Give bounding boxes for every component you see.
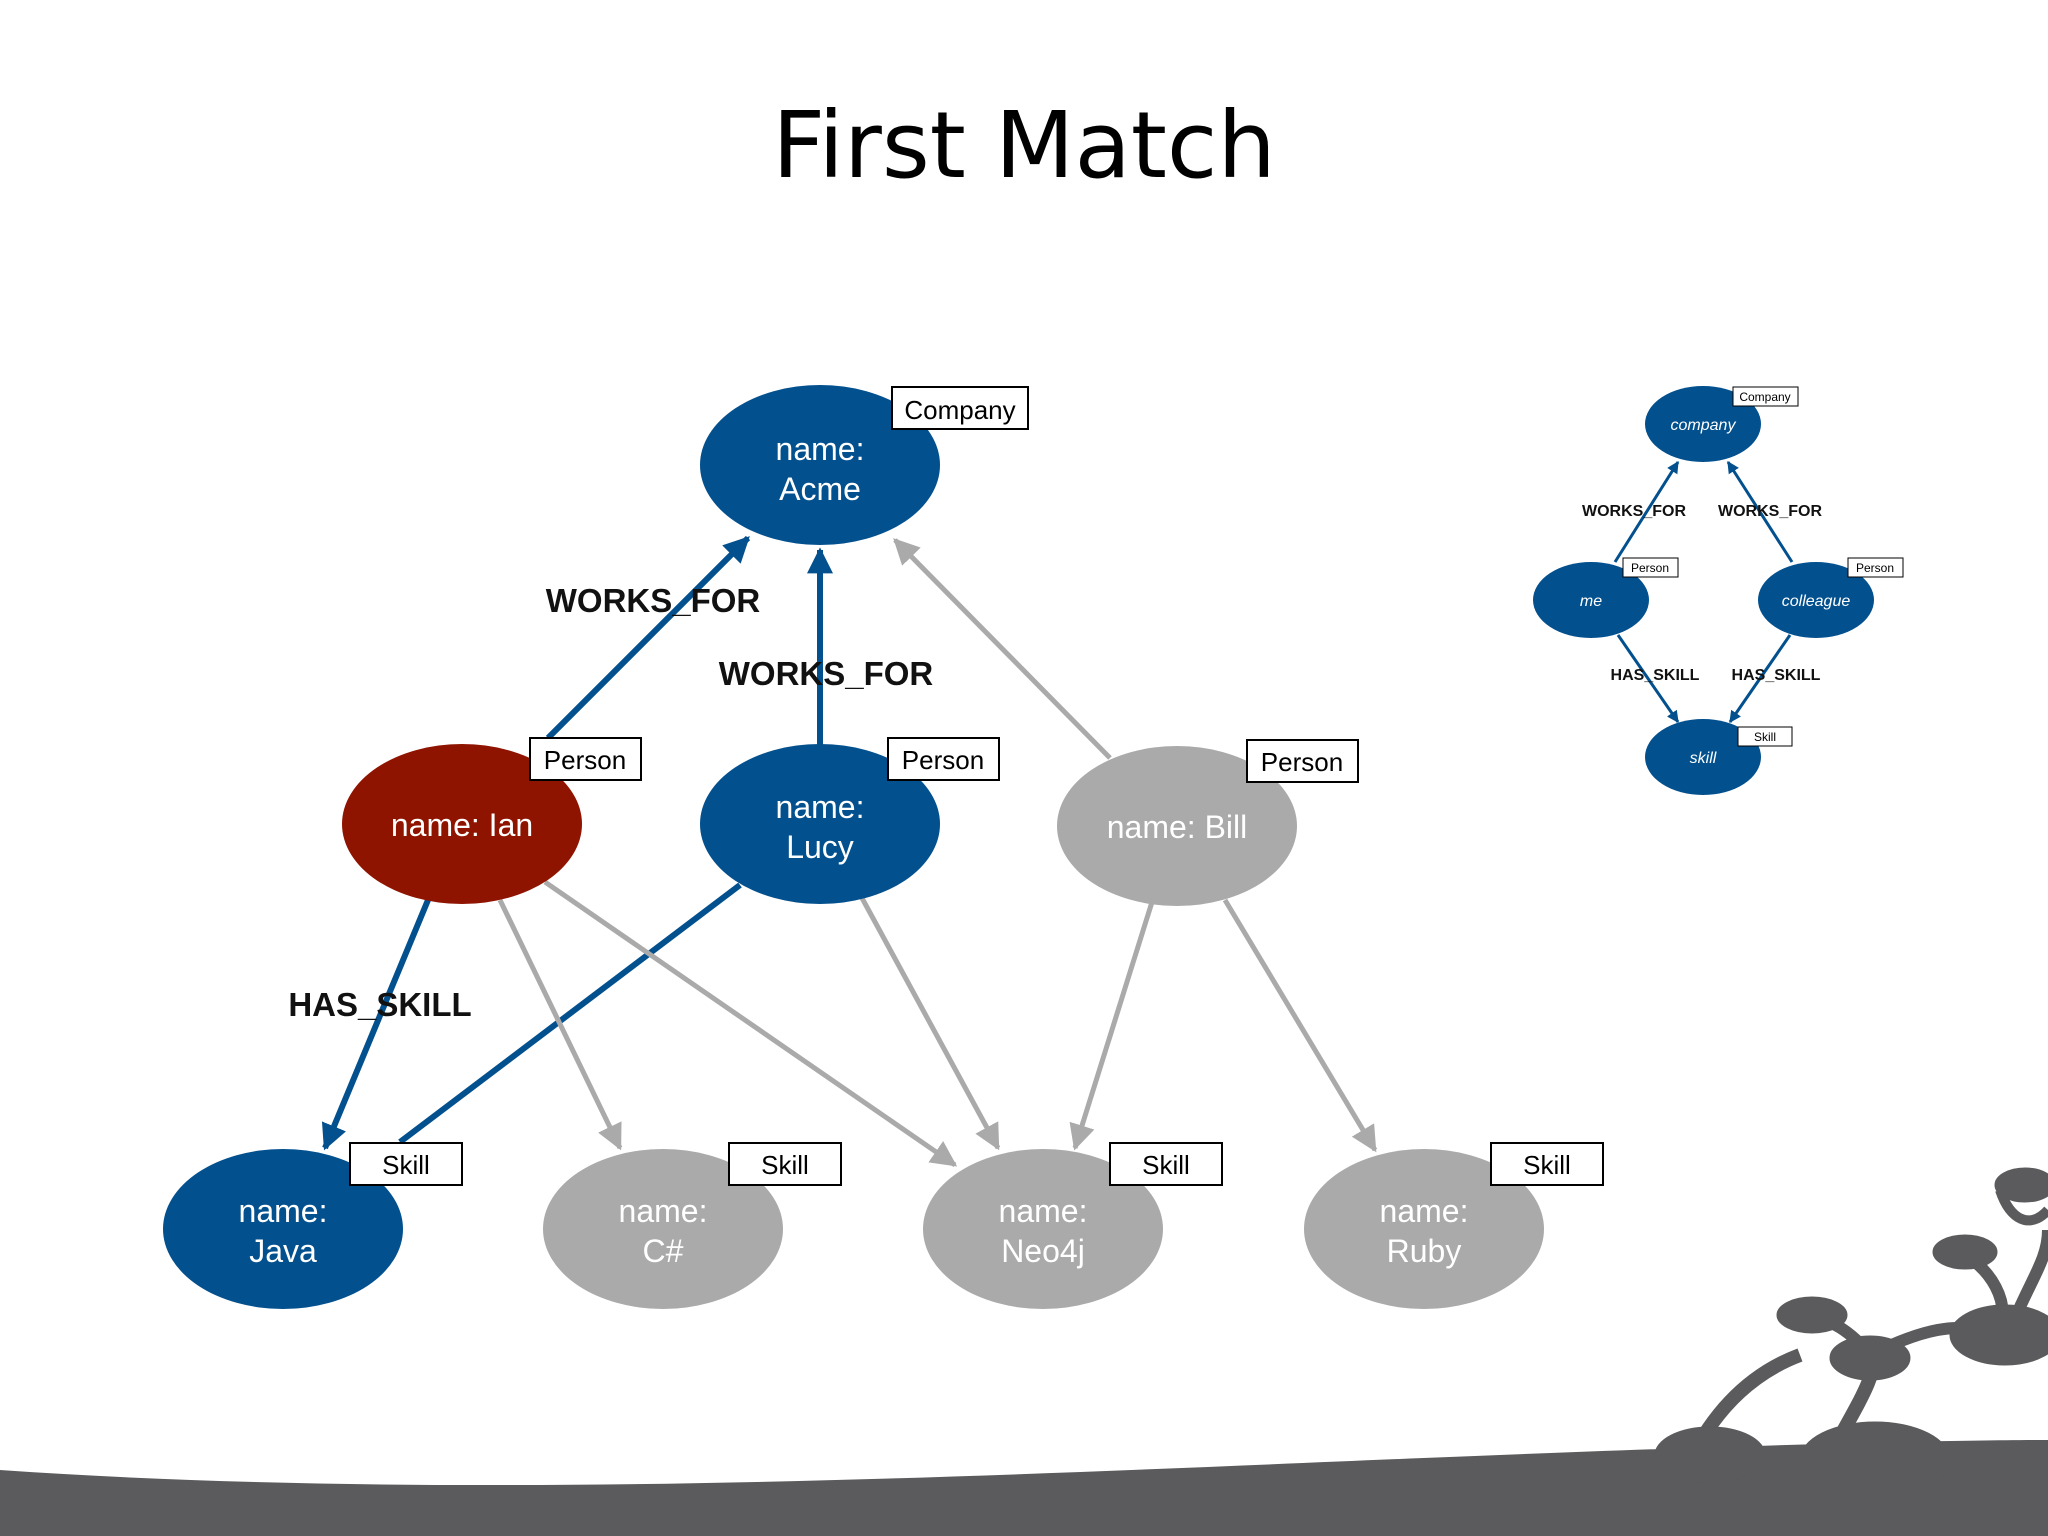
pattern-node-colleague-label: Person (1856, 561, 1894, 575)
node-java-label: Skill (382, 1150, 430, 1180)
node-java-line1: name: (239, 1193, 328, 1229)
node-bill-line1: name: Bill (1107, 809, 1248, 845)
decorative-footer (0, 1167, 2048, 1536)
node-csharp-label: Skill (761, 1150, 809, 1180)
edge-bill-to-ruby (1222, 898, 1378, 1153)
node-java: name: Java Skill (163, 1142, 463, 1309)
main-graph-edges (321, 535, 1378, 1168)
rel-label-ian-works-for: WORKS_FOR (546, 582, 761, 619)
node-csharp-line1: name: (619, 1193, 708, 1229)
pattern-edge-colleague-skill (1728, 634, 1792, 723)
pattern-node-me-name: me (1580, 593, 1602, 610)
node-bill-label: Person (1261, 747, 1343, 777)
node-neo4j-line1: name: (999, 1193, 1088, 1229)
pattern-node-skill-name: skill (1690, 750, 1717, 767)
edge-ian-to-java (321, 898, 431, 1151)
edge-lucy-to-neo4j (859, 896, 1001, 1151)
slide-title: First Match (772, 92, 1276, 199)
node-ian-line1: name: Ian (391, 807, 533, 843)
pattern-edge-me-company (1613, 460, 1680, 563)
node-csharp: name: C# Skill (543, 1142, 842, 1309)
node-ruby: name: Ruby Skill (1304, 1142, 1604, 1309)
node-lucy-line1: name: (776, 789, 865, 825)
edge-ian-to-acme (545, 535, 751, 741)
pattern-rel-me-works-for: WORKS_FOR (1582, 503, 1686, 520)
pattern-node-skill-label: Skill (1754, 730, 1776, 744)
node-acme-label: Company (904, 395, 1015, 425)
decorative-blobs (1654, 1167, 2048, 1499)
footer-wave (0, 1440, 2048, 1536)
pattern-rel-me-has-skill: HAS_SKILL (1611, 667, 1700, 684)
edge-ian-to-csharp (497, 898, 623, 1151)
pattern-rel-colleague-works-for: WORKS_FOR (1718, 503, 1822, 520)
node-ruby-line2: Ruby (1387, 1233, 1462, 1269)
pattern-edge-me-skill (1616, 634, 1680, 723)
pattern-node-colleague-name: colleague (1782, 593, 1851, 610)
edge-bill-to-neo4j (1069, 901, 1155, 1151)
node-ian: name: Ian Person (342, 737, 642, 904)
rel-label-ian-has-skill: HAS_SKILL (288, 986, 471, 1023)
node-neo4j: name: Neo4j Skill (923, 1142, 1223, 1309)
node-neo4j-label: Skill (1142, 1150, 1190, 1180)
pattern-node-me-label: Person (1631, 561, 1669, 575)
pattern-edge-colleague-company (1726, 460, 1794, 563)
edge-bill-to-acme (893, 538, 1112, 760)
node-neo4j-line2: Neo4j (1001, 1233, 1085, 1269)
node-acme: name: Acme Company (700, 385, 1029, 545)
pattern-node-colleague: colleague Person (1758, 557, 1904, 638)
pattern-node-company-label: Company (1739, 390, 1790, 404)
pattern-node-me: me Person (1533, 557, 1679, 638)
node-java-line2: Java (249, 1233, 317, 1269)
rel-label-lucy-works-for: WORKS_FOR (719, 655, 934, 692)
node-acme-line1: name: (776, 431, 865, 467)
pattern-rel-colleague-has-skill: HAS_SKILL (1732, 667, 1821, 684)
pattern-node-company: company Company (1645, 386, 1799, 462)
pattern-node-skill: skill Skill (1645, 719, 1793, 795)
node-csharp-line2: C# (643, 1233, 684, 1269)
node-lucy: name: Lucy Person (700, 737, 1000, 904)
edge-ian-to-neo4j (543, 879, 958, 1168)
node-ruby-label: Skill (1523, 1150, 1571, 1180)
node-acme-line2: Acme (779, 471, 861, 507)
node-ian-label: Person (544, 745, 626, 775)
pattern-node-company-name: company (1671, 417, 1737, 434)
node-lucy-line2: Lucy (786, 829, 854, 865)
edge-lucy-to-java (398, 882, 742, 1145)
pattern-graph: WORKS_FOR WORKS_FOR HAS_SKILL HAS_SKILL … (1533, 386, 1904, 795)
node-lucy-label: Person (902, 745, 984, 775)
node-ruby-line1: name: (1380, 1193, 1469, 1229)
node-bill: name: Bill Person (1057, 739, 1359, 906)
